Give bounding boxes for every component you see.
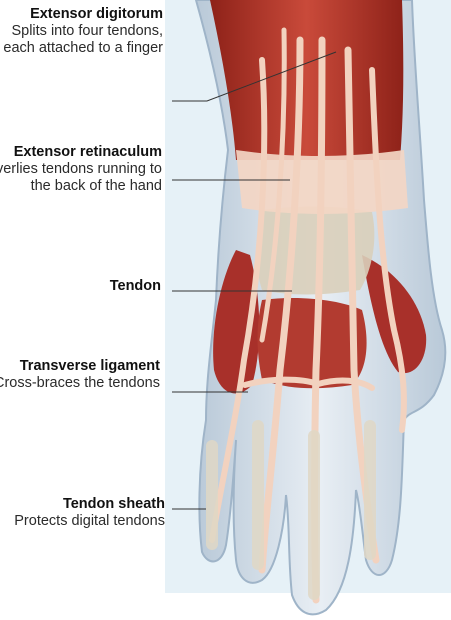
label-description: Protects digital tendons: [0, 513, 165, 530]
label-title: Transverse ligament: [0, 358, 160, 375]
label-title: Tendon: [0, 278, 161, 295]
label-tendon-sheath: Tendon sheath Protects digital tendons: [0, 496, 165, 530]
label-title: Tendon sheath: [0, 496, 165, 513]
label-title: Extensor retinaculum: [0, 144, 162, 161]
label-transverse-ligament: Transverse ligament Cross-braces the ten…: [0, 358, 160, 392]
label-description: Overlies tendons running to the back of …: [0, 161, 162, 195]
label-description: Splits into four tendons, each attached …: [0, 23, 163, 57]
label-tendon: Tendon: [0, 278, 161, 295]
label-extensor-retinaculum: Extensor retinaculum Overlies tendons ru…: [0, 144, 162, 195]
label-title: Extensor digitorum: [0, 6, 163, 23]
label-description: Cross-braces the tendons: [0, 375, 160, 392]
label-extensor-digitorum: Extensor digitorum Splits into four tend…: [0, 6, 163, 57]
